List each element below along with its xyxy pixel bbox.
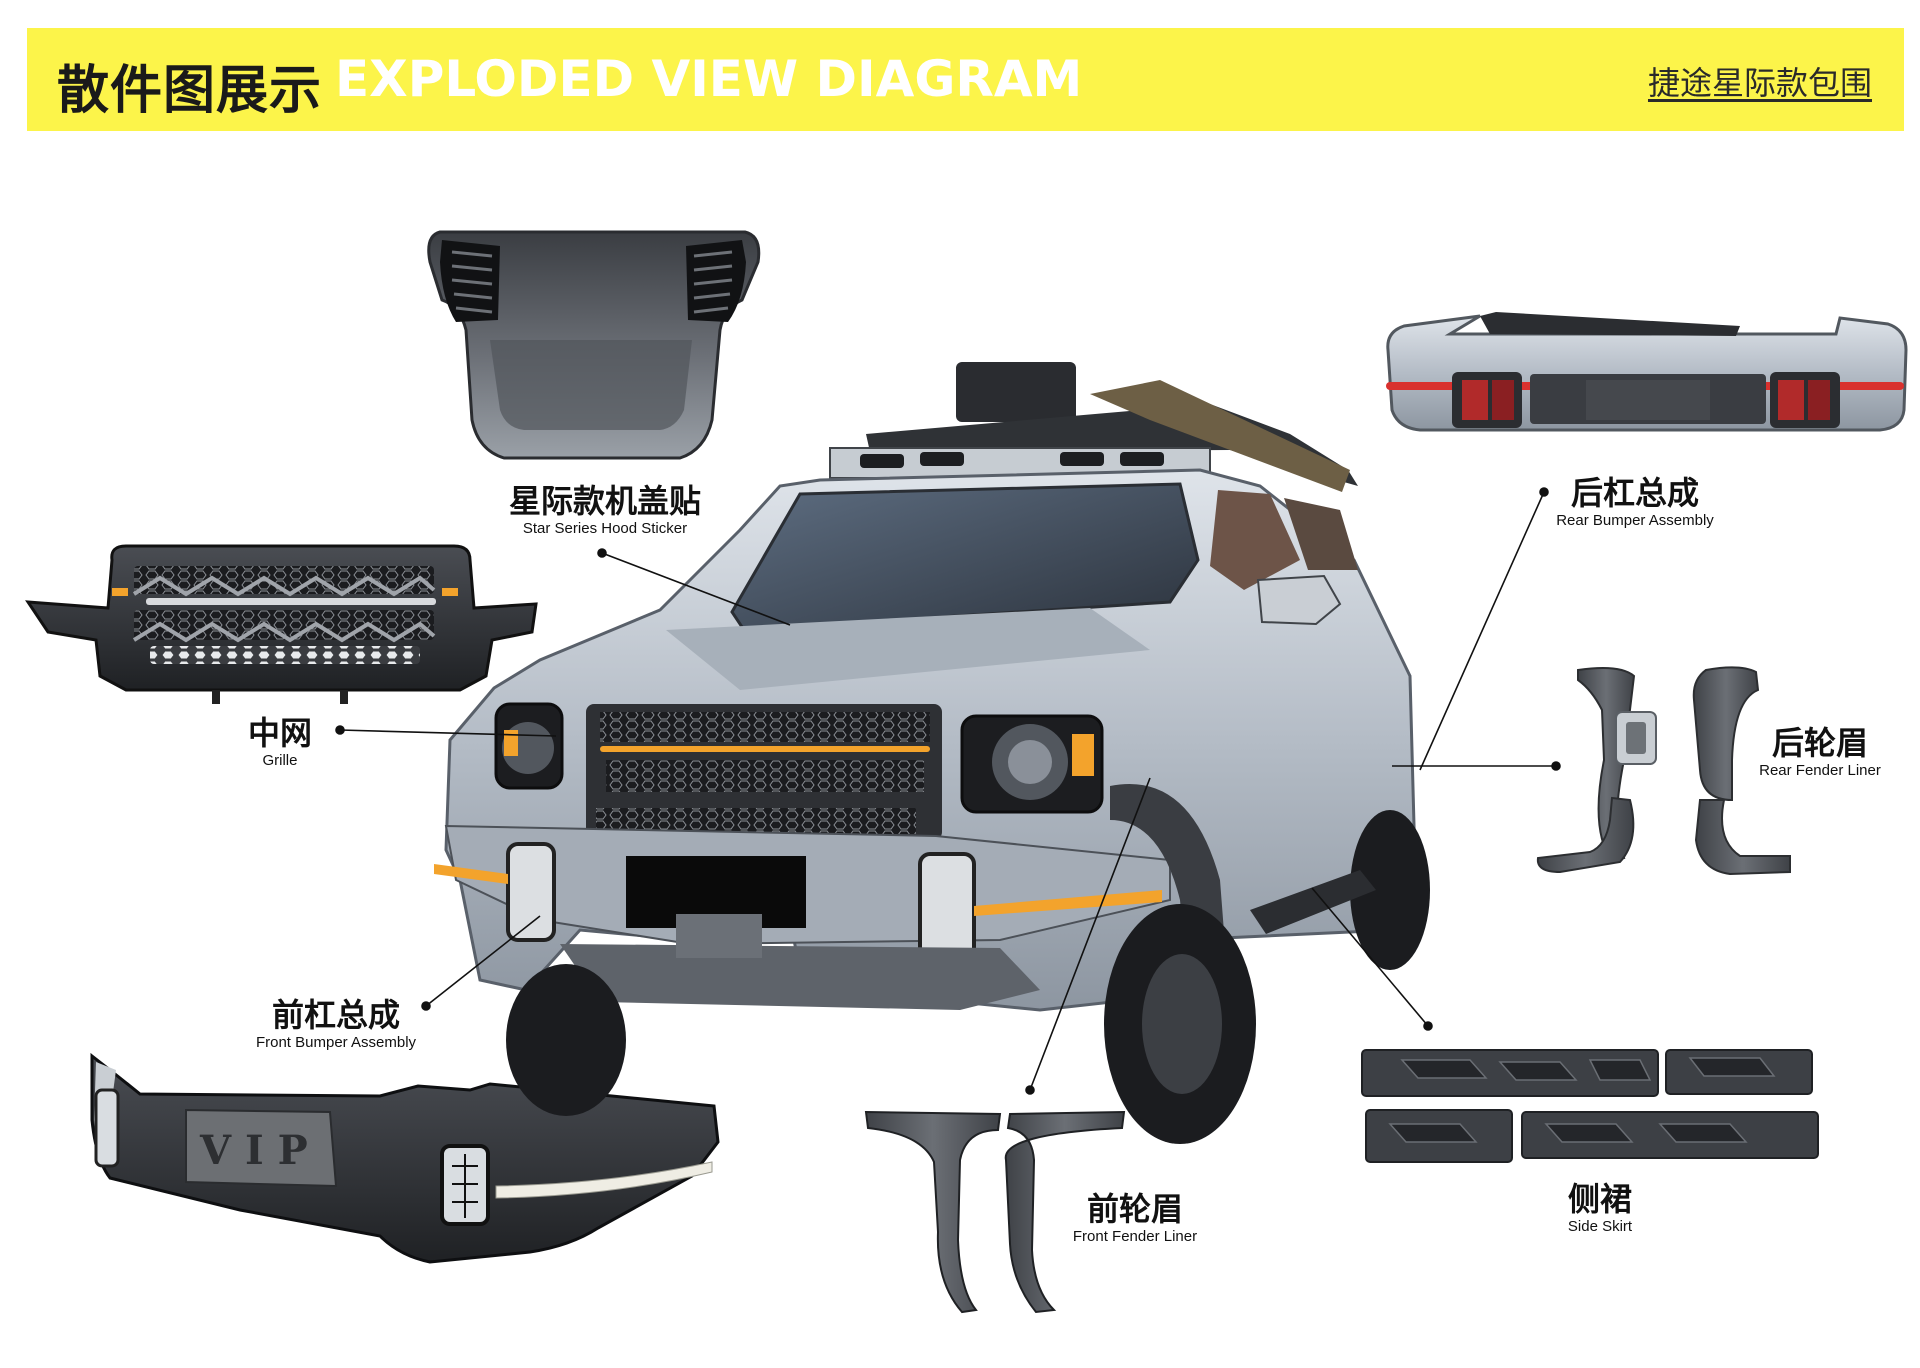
label-front-fender-cn: 前轮眉: [1086, 1190, 1183, 1228]
vehicle-image: [434, 362, 1430, 1144]
label-rear-bumper-cn: 后杠总成: [1570, 474, 1699, 512]
label-front-fender: 前轮眉 Front Fender Liner: [1040, 1190, 1230, 1246]
grille-image: [25, 544, 538, 704]
label-rear-fender-cn: 后轮眉: [1771, 724, 1868, 762]
side-skirt-image: [1361, 1049, 1819, 1163]
hood-vent-left: [440, 240, 500, 322]
leader-dot-rear-bumper: [1539, 487, 1549, 497]
label-front-fender-en: Front Fender Liner: [1072, 1228, 1198, 1245]
page-title-en: EXPLODED VIEW DIAGRAM: [335, 50, 1083, 108]
label-side-skirt-cn: 侧裙: [1567, 1180, 1632, 1218]
label-side-skirt: 侧裙 Side Skirt: [1540, 1180, 1660, 1236]
label-front-bumper-en: Front Bumper Assembly: [255, 1034, 417, 1051]
leader-line-front-bumper: [425, 915, 541, 1007]
label-rear-fender-en: Rear Fender Liner: [1759, 762, 1881, 779]
leader-line-hood: [601, 552, 791, 626]
leader-dot-side-skirt: [1423, 1021, 1433, 1031]
leader-dot-grille: [335, 725, 345, 735]
vip-plate-text: V I P: [199, 1127, 308, 1174]
leader-line-grille: [339, 729, 557, 737]
page-title-cn: 散件图展示: [57, 61, 323, 121]
hood-vent-right: [686, 240, 746, 322]
leader-dot-hood: [597, 548, 607, 558]
label-hood-sticker-cn: 星际款机盖贴: [508, 482, 701, 520]
label-front-bumper-cn: 前杠总成: [271, 996, 400, 1034]
label-hood-sticker-en: Star Series Hood Sticker: [522, 520, 688, 537]
leader-lines: [335, 487, 1561, 1095]
front-fender-image: [864, 1110, 1126, 1314]
front-bumper-image: V I P: [90, 1052, 720, 1264]
rear-bumper-image: [1386, 312, 1908, 432]
label-rear-bumper-en: Rear Bumper Assembly: [1556, 512, 1714, 529]
label-side-skirt-en: Side Skirt: [1567, 1218, 1633, 1235]
leader-line-rear-bumper: [1419, 491, 1545, 771]
leader-dot-front-bumper: [421, 1001, 431, 1011]
label-grille: 中网 Grille: [200, 714, 360, 770]
leader-dot-rear-fender: [1551, 761, 1561, 771]
label-grille-cn: 中网: [247, 714, 312, 752]
label-rear-bumper: 后杠总成 Rear Bumper Assembly: [1540, 474, 1730, 530]
model-name: 捷途星际款包围: [1647, 64, 1872, 102]
label-front-bumper: 前杠总成 Front Bumper Assembly: [218, 996, 454, 1052]
label-rear-fender: 后轮眉 Rear Fender Liner: [1740, 724, 1900, 780]
leader-line-front-fender: [1029, 777, 1151, 1091]
leader-dot-front-fender: [1025, 1085, 1035, 1095]
leader-line-side-skirt: [1311, 887, 1429, 1027]
label-grille-en: Grille: [262, 752, 298, 769]
header-banner: 散件图展示 EXPLODED VIEW DIAGRAM 捷途星际款包围: [27, 28, 1904, 131]
label-hood-sticker: 星际款机盖贴 Star Series Hood Sticker: [470, 482, 740, 538]
rear-fender-image: [1536, 666, 1791, 876]
hood-sticker-image: [427, 230, 761, 460]
